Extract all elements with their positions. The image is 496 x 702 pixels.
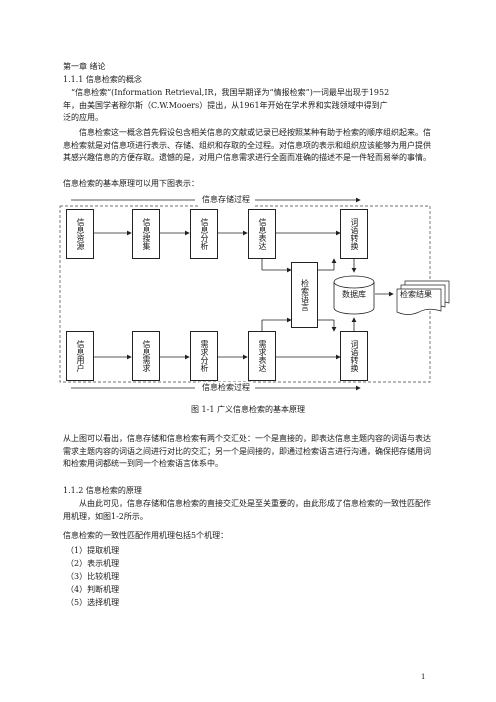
paragraph-line: “信息检索”(Information Retrieval,IR，我国早期译为“情… [71, 88, 390, 97]
diagram-lines [59, 197, 450, 391]
box-label: 信息搜集 [142, 218, 151, 250]
paragraph-mechanism-intro: 信息检索的一致性匹配作用机理包括5个机理： [63, 531, 229, 540]
paragraph-line: 泛的应用。 [63, 113, 103, 122]
box-retrieval-language: 检索语言 [291, 262, 318, 328]
box-need-analysis: 需求分析 [190, 331, 218, 381]
box-label: 信息用户 [76, 340, 85, 372]
paragraph-ir-definition: “信息检索”(Information Retrieval,IR，我国早期译为“情… [63, 87, 435, 125]
box-info-analysis: 信息分析 [190, 209, 218, 259]
box-info-collect: 信息搜集 [132, 209, 160, 259]
paragraph-line: 年，由美国学者穆尔斯（C.W.Mooers）提出，从1961年开始在学术界和实践… [63, 100, 388, 110]
mechanism-item: （2）表示机理 [66, 559, 120, 568]
mechanism-item: （3）比较机理 [66, 572, 120, 581]
section-heading-1-1-2: 1.1.2 信息检索的原理 [63, 486, 142, 495]
box-label: 信息表达 [258, 218, 267, 250]
box-label: 词语转换 [350, 218, 359, 250]
page-number: 1 [421, 673, 426, 681]
figure-caption: 图 1-1 广义信息检索的基本原理 [191, 405, 305, 414]
box-info-expression: 信息表达 [248, 209, 276, 259]
mechanism-item: （5）选择机理 [66, 598, 120, 607]
chapter-title: 第一章 绪论 [63, 62, 106, 71]
paragraph-matching: 从由此可见，信息存储和信息检索的直接交汇处是至关重要的，由此形成了信息检索的一致… [63, 499, 431, 521]
box-info-user: 信息用户 [66, 331, 94, 381]
box-label: 需求表达 [258, 340, 267, 372]
results-label: 检索结果 [400, 290, 432, 299]
box-label: 需求分析 [200, 340, 209, 372]
box-info-need: 信息需求 [132, 331, 160, 381]
box-label: 检索语言 [300, 279, 310, 311]
storage-process-label: 信息存储过程 [199, 194, 253, 207]
paragraph-principle-intro: 信息检索的基本原理可以用下图表示： [63, 179, 199, 188]
box-label: 信息资源 [76, 218, 85, 250]
section-heading-1-1-1: 1.1.1 信息检索的概念 [63, 75, 142, 84]
search-process-label: 信息检索过程 [199, 382, 253, 395]
box-term-conversion-bottom: 词语转换 [340, 331, 368, 381]
database-label: 数据库 [342, 290, 366, 299]
box-label: 信息需求 [142, 340, 151, 372]
paragraph-ir-concept: 信息检索这一概念首先假设包含相关信息的文献或记录已经按照某种有助于检索的顺序组织… [63, 128, 431, 162]
ir-principle-diagram: 信息存储过程 信息检索过程 信息资源 信息搜集 信息分析 信息表达 词语转换 信… [59, 194, 450, 395]
mechanism-item: （4）判断机理 [66, 585, 120, 594]
box-info-resource: 信息资源 [66, 209, 94, 259]
box-label: 信息分析 [200, 218, 209, 250]
paragraph-intersections: 从上图可以看出，信息存储和信息检索有两个交汇处：一个是直接的，即表达信息主题内容… [63, 434, 431, 468]
box-need-expression: 需求表达 [248, 331, 276, 381]
box-term-conversion-top: 词语转换 [340, 209, 368, 259]
mechanism-item: （1）提取机理 [66, 546, 120, 555]
box-label: 词语转换 [350, 340, 359, 372]
